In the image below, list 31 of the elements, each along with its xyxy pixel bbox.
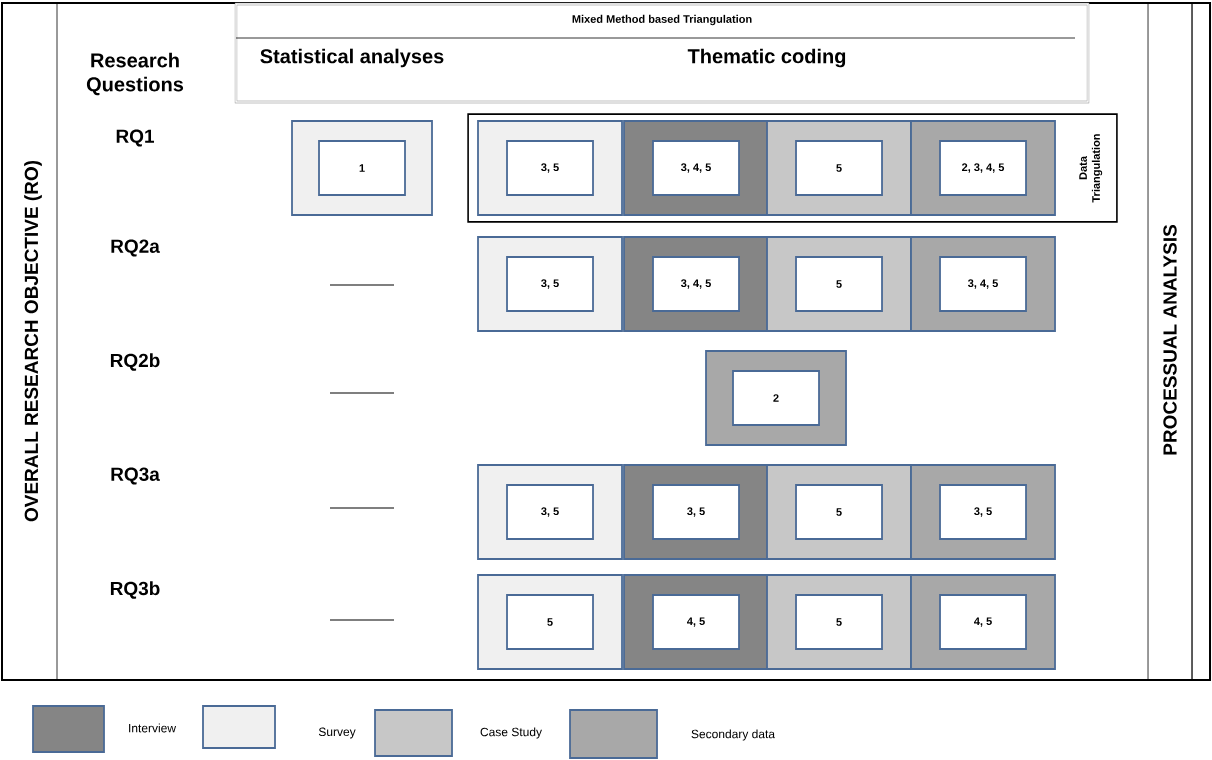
value-box: 5 — [795, 140, 883, 196]
value-box: 2, 3, 4, 5 — [939, 140, 1027, 196]
value-box: 1 — [318, 140, 406, 196]
legend-label: Survey — [318, 727, 356, 739]
row-label: RQ3b — [110, 581, 160, 599]
legend-label: Secondary data — [691, 729, 775, 741]
value-box: 3, 5 — [506, 256, 594, 312]
value-box: 4, 5 — [939, 594, 1027, 650]
legend-label: Case Study — [480, 727, 542, 739]
value-box: 5 — [795, 256, 883, 312]
row-label: RQ3a — [111, 467, 160, 485]
header-box: Mixed Method based Triangulation Statistical analyses Thematic coding — [234, 2, 1090, 104]
value-box: 3, 4, 5 — [939, 256, 1027, 312]
side-band: OVERALL RESEARCH OBJECTIVE (RO) — [1, 2, 58, 681]
row-label: RQ1 — [116, 129, 154, 147]
row-label: RQ2a — [111, 239, 160, 257]
value-box: 3, 5 — [652, 484, 740, 540]
value-box: 3, 5 — [506, 140, 594, 196]
row-label: RQ2b — [110, 353, 160, 371]
value-box: 3, 5 — [939, 484, 1027, 540]
value-box: 5 — [795, 484, 883, 540]
column-heading: Research Questions — [86, 52, 184, 96]
side-band: PROCESSUAL ANALYSIS — [1147, 2, 1193, 681]
value-box: 3, 4, 5 — [652, 140, 740, 196]
value-box: 3, 4, 5 — [652, 256, 740, 312]
value-box: 3, 5 — [506, 484, 594, 540]
value-box: 5 — [795, 594, 883, 650]
legend-label: Interview — [129, 723, 177, 733]
value-box: 2 — [732, 370, 820, 426]
value-box: 4, 5 — [652, 594, 740, 650]
value-box: 5 — [506, 594, 594, 650]
